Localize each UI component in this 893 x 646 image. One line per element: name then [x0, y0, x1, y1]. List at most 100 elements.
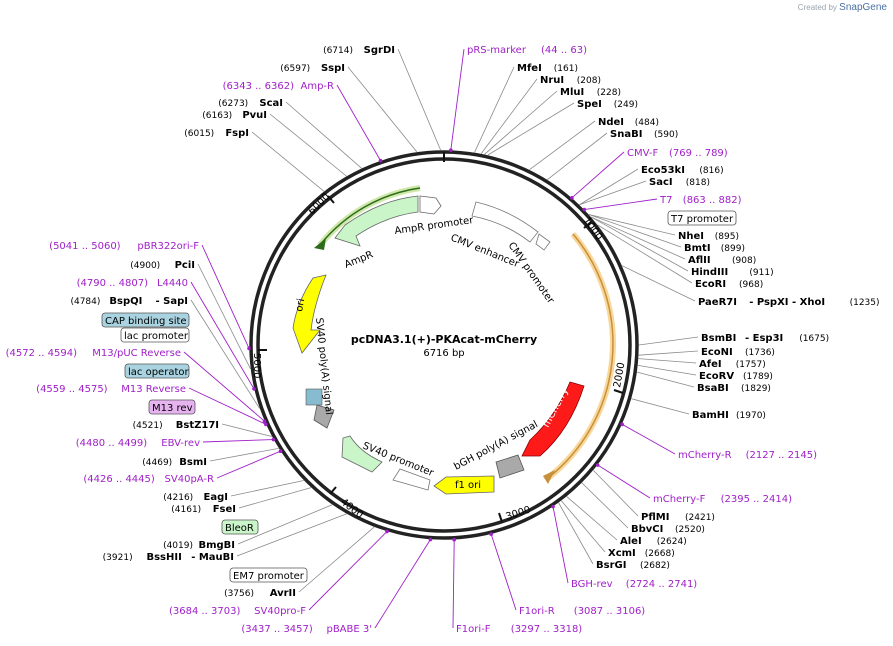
site-fsei-pos: (4161) [171, 505, 201, 515]
site-aflii-name: AflII [688, 255, 711, 266]
primer-f1ori-f-name: F1ori-F [456, 624, 491, 635]
credit-text: Created by [797, 3, 837, 12]
site-econi-name: EcoNI [701, 347, 733, 358]
em7-promoter-box [229, 567, 308, 583]
site-nrui-name: NruI [540, 75, 564, 86]
site-avrii-name: AvrII [270, 588, 296, 599]
primer-sv40pa-r-name: SV40pA-R [165, 474, 214, 485]
primer-mark [247, 346, 251, 351]
primer-mcherry-r-name: mCherry-R [678, 450, 732, 461]
primer-leader-line [216, 450, 281, 479]
leader-line [591, 216, 686, 260]
site-mlui-pos: (228) [597, 88, 621, 98]
site-bspqi-pos: (4784) [70, 297, 100, 307]
primer-mark [252, 387, 256, 391]
label-ampr-promoter: AmpR promoter [394, 215, 475, 237]
site-afei-name: AfeI [699, 359, 722, 370]
site-fsei-name: FseI [213, 504, 236, 515]
em7-promoter-label: EM7 promoter [233, 571, 305, 582]
site-bstz17i-name: BstZ17I [176, 420, 219, 431]
site-pvui-name: PvuI [242, 110, 267, 121]
primer-leader-line [374, 539, 431, 629]
site-bsmbi-pos: (1675) [799, 334, 829, 344]
primer-leader-line [490, 534, 517, 611]
tick-5000: 5000 [251, 353, 262, 378]
bgh-polya-box [495, 454, 525, 479]
site-fspi-name: FspI [225, 128, 249, 139]
leader-line [547, 132, 608, 180]
leader-line [238, 487, 312, 509]
site-labels: SgrDI(6714)SspI(6597)ScaI(6273)PvuI(6163… [70, 45, 879, 599]
leader-line [484, 90, 558, 155]
leader-lines [190, 48, 699, 593]
site-hindiii-name: HindIII [691, 267, 728, 278]
primer-t7-name: T7 [659, 195, 672, 206]
site-snabi-pos: (590) [654, 130, 678, 140]
label-ampr: AmpR [343, 249, 375, 270]
leader-line [637, 371, 695, 388]
site-saci-pos: (818) [686, 178, 710, 188]
leader-line [579, 180, 647, 206]
leader-line [566, 496, 618, 541]
primer-ebv-rev-range: (4480 .. 4499) [76, 438, 148, 449]
ampr-promoter-arrow [419, 195, 442, 215]
site-eco53ki-name: Eco53kI [641, 165, 685, 176]
leader-line [190, 299, 260, 409]
primer-mcherry-r-range: (2127 .. 2145) [746, 450, 818, 461]
feature-boxes: T7 promoter CAP binding site lac promote… [101, 210, 737, 583]
leader-line [561, 500, 606, 553]
lac-promoter-box [120, 327, 190, 343]
leader-line [637, 364, 697, 376]
site-mlui-name: MluI [560, 87, 584, 98]
primer-mark [378, 158, 383, 163]
label-cmv-promoter: CMV promoter [506, 240, 557, 306]
primer-m13-puc-reverse-range: (4572 .. 4594) [6, 348, 78, 359]
cmv-promoter-arrow [535, 233, 551, 251]
site-pflmi-name: PflMI [641, 512, 669, 523]
site-sspi-name: SspI [321, 63, 345, 74]
site-spei-name: SpeI [577, 99, 602, 110]
leader-line [590, 216, 689, 272]
primer-prs-marker-name: pRS-marker [467, 45, 527, 56]
primer-mark [452, 537, 457, 542]
site-bmti-pos: (899) [721, 244, 745, 254]
primer-pbabe-3-range: (3437 .. 3457) [241, 624, 313, 635]
site-ecorv-pos: (1789) [743, 372, 773, 382]
leader-line [221, 423, 272, 437]
primer-leader-line [552, 506, 569, 584]
lac-operator-box [124, 363, 190, 379]
primer-mark [271, 437, 276, 442]
primer-ebv-rev-name: EBV-rev [161, 438, 200, 449]
leader-line [558, 502, 594, 565]
leader-line [593, 470, 639, 517]
site-bsshii-name: BssHII [146, 552, 181, 563]
primer-bgh-rev-range: (2724 .. 2741) [626, 579, 698, 590]
leader-line [474, 66, 515, 153]
primer-cmv-f-name: CMV-F [627, 148, 658, 159]
primer-pbr322ori-f-name: pBR322ori-F [137, 241, 199, 252]
site-bsmbi-name: BsmBI [701, 333, 736, 344]
site-ecori-name: EcoRI [695, 279, 726, 290]
primer-f1ori-f-range: (3297 .. 3318) [511, 624, 583, 635]
label-ori: ori [294, 298, 307, 313]
primer-labels: pRS-marker(44 .. 63)Amp-R(6343 .. 6362)C… [6, 45, 818, 635]
site-fspi-pos: (6015) [184, 129, 214, 139]
site-paer7i-name: PaeR7I [698, 297, 737, 308]
leader-line [209, 447, 279, 462]
leader-line [285, 101, 362, 169]
site-bspqi-extra: - SapI [156, 296, 188, 307]
primer-leader-line [188, 387, 267, 425]
primer-mark [620, 422, 624, 427]
sv40-polya-box [313, 404, 335, 429]
m13-rev-box [148, 399, 196, 415]
leader-line [237, 504, 333, 545]
primer-mark [428, 537, 433, 542]
primer-leader-line [584, 198, 658, 210]
plasmid-size: 6716 bp [423, 348, 464, 359]
leader-line [597, 224, 693, 284]
site-bmgbi-name: BmgBI [198, 540, 235, 551]
snapgene-credit: Created by SnapGene [798, 2, 887, 13]
leader-line [298, 526, 375, 593]
cmv-enhancer-arrow [471, 201, 539, 243]
leader-line [236, 513, 347, 557]
